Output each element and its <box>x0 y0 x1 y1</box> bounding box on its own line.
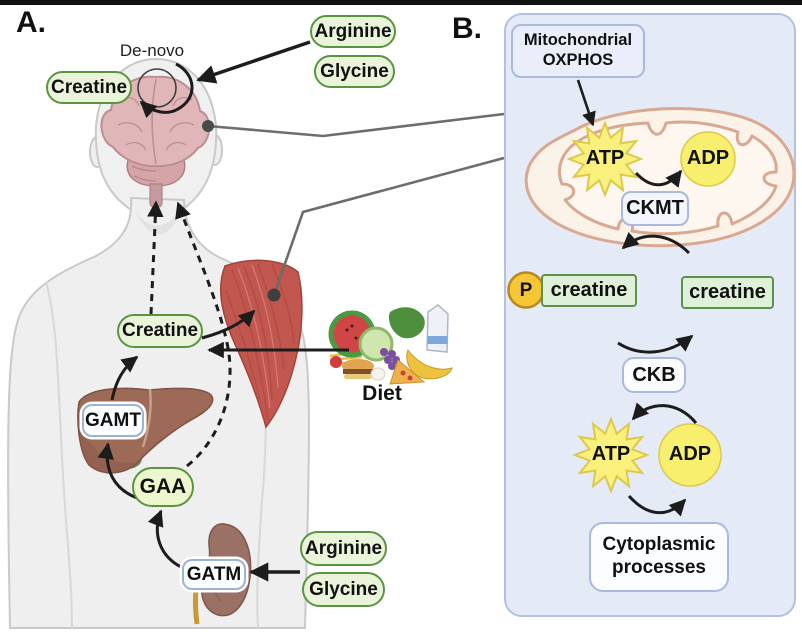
diet-label: Diet <box>362 382 402 405</box>
arrow-adp-to-atp-cyto <box>631 402 698 424</box>
arrow-atp-to-adp-mito <box>634 169 683 188</box>
de-novo-label: De-novo <box>119 41 185 60</box>
dashed-arrow-gaa-to-brain <box>175 201 232 468</box>
panel-b-label: B. <box>452 12 482 45</box>
arrow-gamt-to-creatine <box>110 355 139 401</box>
atp-mito-label: ATP <box>585 147 625 169</box>
arginine-bottom-pill: Arginine <box>300 531 387 566</box>
adp-cyto-label: ADP <box>668 443 712 465</box>
adp-mito-label: ADP <box>686 147 730 169</box>
arrow-aminoacids-to-brain <box>196 40 311 84</box>
atp-starburst-cyto <box>572 416 650 494</box>
gaa-pill: GAA <box>132 467 194 507</box>
panel-b-arrows <box>576 79 698 517</box>
arrow-oxphos-to-atp <box>576 79 596 127</box>
ckb-enzyme-box: CKB <box>622 357 686 393</box>
panel-a-arrows <box>97 40 349 582</box>
glycine-bottom-pill: Glycine <box>302 572 385 607</box>
cytoplasmic-line2: processes <box>611 557 706 578</box>
diet-food-illustration <box>328 304 453 385</box>
mitochondrial-oxphos-box: Mitochondrial OXPHOS <box>511 24 645 78</box>
gatm-enzyme-box: GATM <box>182 559 246 590</box>
adp-circle-cyto <box>658 423 722 487</box>
atp-cyto-label: ATP <box>591 443 631 465</box>
cytoplasmic-processes-box: Cytoplasmic processes <box>589 522 729 592</box>
adp-circle-mito <box>680 131 736 187</box>
oxphos-line1: Mitochondrial <box>523 31 633 50</box>
de-novo-cycle-icon <box>137 62 194 119</box>
top-border-bar <box>0 0 802 5</box>
arrow-creatine-to-muscle <box>201 309 256 340</box>
dashed-arrow-creatine-to-brain <box>147 200 164 315</box>
creatine-box: creatine <box>681 276 774 309</box>
panel-a-label: A. <box>16 6 46 39</box>
oxphos-line2: OXPHOS <box>542 51 614 69</box>
arrow-gatm-to-gaa <box>147 509 182 569</box>
creatine-brain-pill: Creatine <box>46 71 132 104</box>
ckmt-enzyme-box: CKMT <box>621 191 689 226</box>
arginine-top-pill: Arginine <box>310 15 396 48</box>
cytoplasmic-line1: Cytoplasmic <box>602 534 716 556</box>
creatine-mid-pill: Creatine <box>117 314 203 348</box>
atp-starburst-mito <box>566 120 644 198</box>
phosphate-label: P <box>519 280 533 301</box>
muscle-connector-dot <box>267 288 281 302</box>
arrow-pcreatine-to-creatine <box>617 334 694 354</box>
arrow-ckmt-to-pcreatine <box>621 231 691 255</box>
panel-connector-lines <box>202 112 505 302</box>
arrow-atp-to-cytoplasmic <box>627 494 687 517</box>
arrow-gaa-to-gamt <box>97 442 138 500</box>
brain-connector-dot <box>202 120 214 132</box>
muscle-illustration <box>219 259 303 429</box>
phosphocreatine-box: creatine <box>541 274 637 307</box>
gamt-enzyme-box: GAMT <box>82 404 144 437</box>
glycine-top-pill: Glycine <box>314 55 395 88</box>
